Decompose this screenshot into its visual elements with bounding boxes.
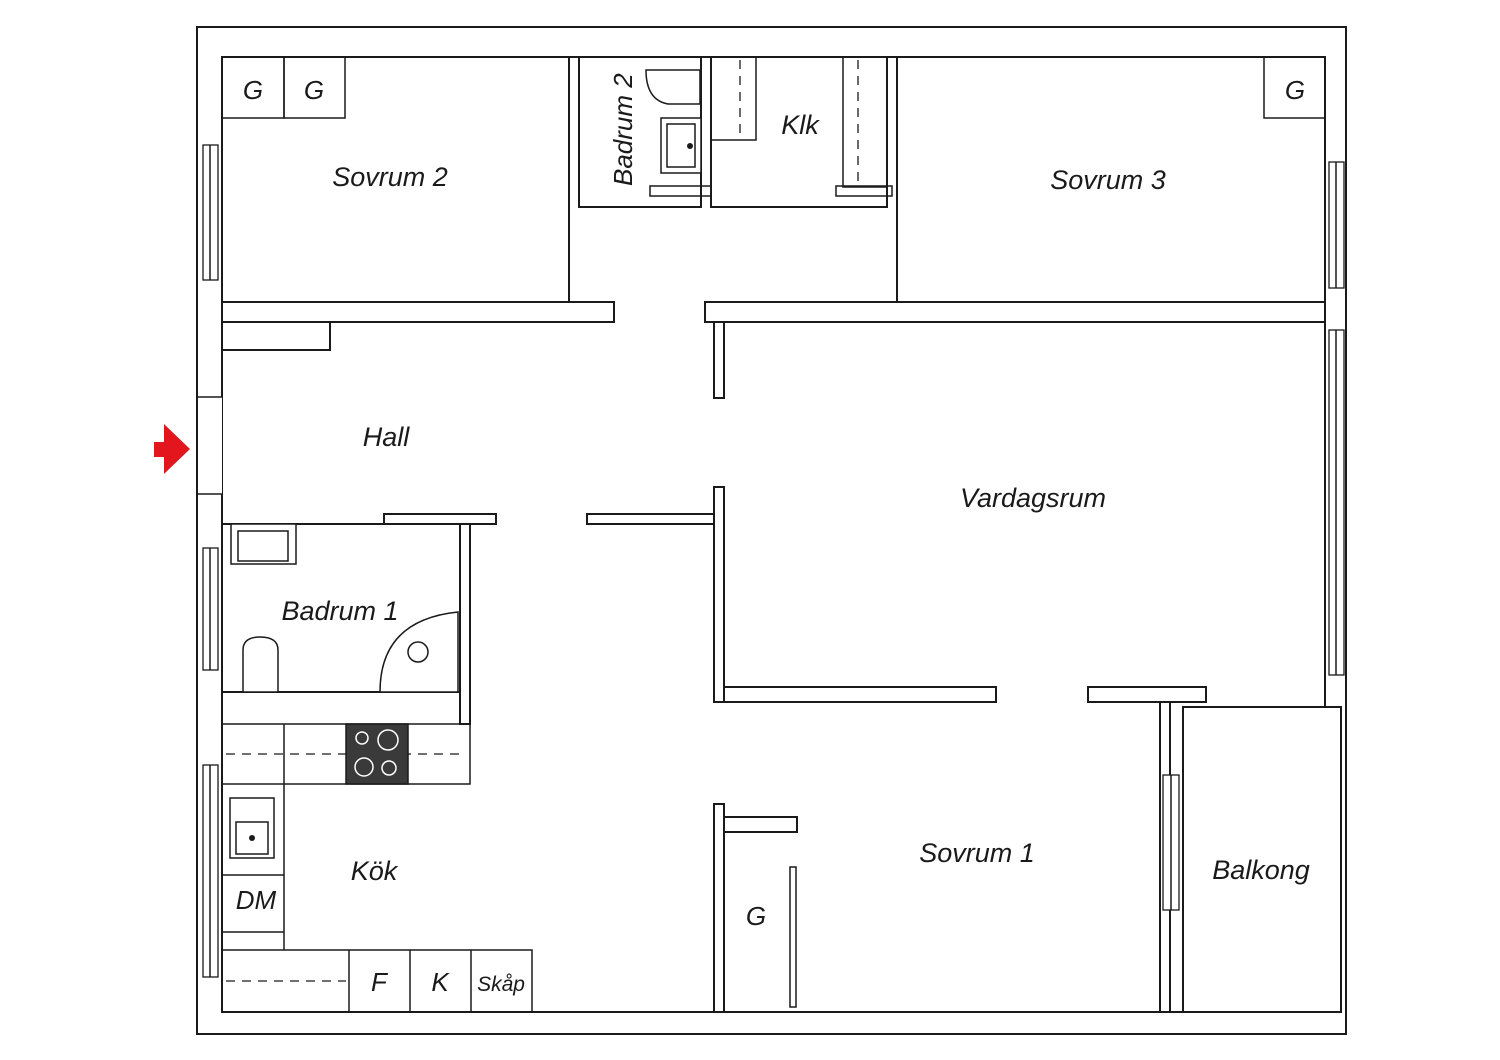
room-label-sovrum1: Sovrum 1 (919, 838, 1035, 868)
bedroom-1-wardrobe (789, 866, 797, 1008)
room-label-sovrum2: Sovrum 2 (332, 162, 448, 192)
bedroom-3 (896, 56, 1345, 303)
room-label-kok: Kök (351, 856, 399, 886)
interior-walls (197, 301, 1326, 1013)
living-room-windows (1328, 329, 1345, 676)
toilet-icon (645, 69, 701, 105)
fridge-label: K (431, 967, 450, 997)
dishwasher-label: DM (236, 885, 277, 915)
closet-klk (710, 56, 893, 208)
room-label-badrum2: Badrum 2 (608, 73, 638, 186)
cabinet-label: Skåp (477, 973, 525, 996)
wardrobe-label: G (243, 75, 263, 105)
freezer-label: F (371, 967, 389, 997)
room-label-klk: Klk (781, 110, 820, 140)
balcony (1162, 706, 1342, 1013)
wardrobe-label: G (1285, 75, 1305, 105)
stove-icon (345, 723, 409, 785)
wardrobe-cell (1263, 56, 1326, 119)
bathroom-2 (578, 56, 763, 208)
room-label-vardagsrum: Vardagsrum (960, 483, 1106, 513)
entrance-arrow-icon (154, 424, 190, 474)
kitchen (202, 723, 533, 1013)
wardrobe-label: G (304, 75, 324, 105)
bathroom-1 (202, 523, 461, 693)
wardrobe-label: G (746, 901, 766, 931)
wardrobe-cell (283, 56, 346, 119)
room-label-badrum1: Badrum 1 (281, 596, 398, 626)
room-label-sovrum3: Sovrum 3 (1050, 165, 1166, 195)
bedroom-2 (202, 56, 570, 303)
room-label-balkong: Balkong (1212, 855, 1310, 885)
room-label-hall: Hall (363, 422, 411, 452)
toilet-icon (242, 636, 279, 693)
